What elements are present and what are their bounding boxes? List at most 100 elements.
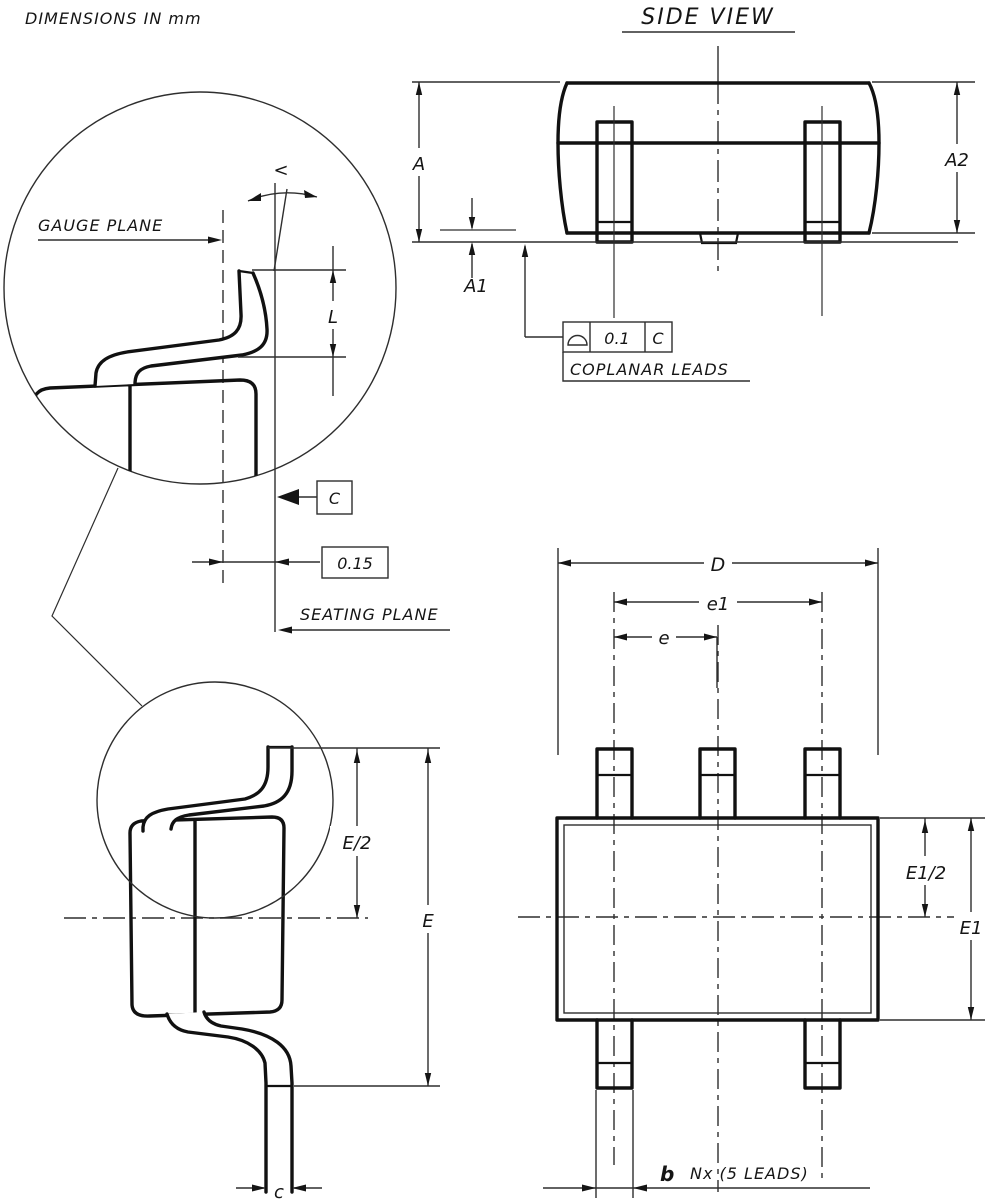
L-dimension-label: L (328, 307, 338, 328)
lead-tip-edge (237, 269, 255, 275)
top-lead-2 (698, 747, 737, 820)
L-label-bg (323, 301, 343, 329)
front-bottom-lead-inner-edge (202, 1010, 294, 1194)
E-dimension-label: E (422, 911, 434, 932)
E1-label-bg (954, 912, 985, 940)
detail-circle-large (3, 91, 397, 485)
top-body-inner-outline (563, 824, 872, 1014)
A1-dimension-label: A1 (463, 276, 488, 297)
angle-arrow-right (304, 190, 317, 198)
lead-fill (95, 271, 268, 386)
datum-box (316, 480, 353, 515)
E1-dimension-label: E1 (960, 918, 983, 939)
detail-circle-small (96, 681, 334, 919)
front-bottom-lead-outer-edge (165, 1012, 268, 1194)
D-dimension-label: D (711, 554, 726, 576)
c-arrow-right (252, 1184, 266, 1192)
E-arrow-down (424, 1073, 432, 1086)
e1-arrow-right (809, 598, 822, 606)
feature-control-frame (562, 321, 673, 353)
datum-triangle (277, 489, 299, 505)
detail-connector-line (51, 467, 143, 707)
dimensions-note: DIMENSIONS IN mm (25, 9, 202, 28)
A1-arrow-down (468, 217, 476, 230)
datum-label: C (329, 489, 341, 508)
e-dimension-label: e (658, 628, 669, 649)
side-center-tab (698, 231, 740, 245)
D-arrow-left (558, 559, 571, 567)
coplanar-leads-label: COPLANAR LEADS (570, 360, 729, 379)
front-top-lead-inner-edge (169, 745, 294, 831)
E1-half-arrow-down (921, 904, 929, 917)
fcf-leader-arrow (521, 244, 529, 257)
lead-count-note: Nx (5 LEADS) (690, 1164, 809, 1183)
surface-profile-icon (567, 334, 588, 346)
E-arrow-up (424, 750, 432, 763)
E-label-bg (415, 905, 441, 933)
c-dimension-label: c (274, 1182, 284, 1200)
A2-dimension-label: A2 (944, 150, 969, 171)
b-dimension-label: b (660, 1162, 674, 1186)
top-lead-3 (803, 747, 842, 820)
fcf-tolerance-value: 0.1 (604, 329, 629, 348)
E1-arrow-down (967, 1007, 975, 1020)
offset-value-box (321, 546, 389, 579)
front-top-lead-outer-edge (141, 745, 270, 833)
side-body-left (556, 81, 569, 235)
fcf-datum-ref: C (652, 329, 664, 348)
offset-value: 0.15 (337, 554, 373, 573)
front-view-detail: E/2 E c (64, 681, 441, 1200)
e-arrow-left (614, 633, 627, 641)
top-view: D e1 e E1/2 E1 b Nx (5 LEA (518, 548, 985, 1198)
A-label-bg (407, 148, 431, 176)
D-arrow-right (865, 559, 878, 567)
gauge-plane-label: GAUGE PLANE (38, 216, 163, 235)
L-arrow-up (329, 270, 337, 283)
b-arrow-left (633, 1184, 647, 1192)
E-half-arrow-down (353, 905, 361, 918)
E1-arrow-up (967, 818, 975, 831)
E1-half-arrow-up (921, 820, 929, 833)
E-half-dimension-label: E/2 (343, 833, 372, 854)
E-half-label-bg (330, 826, 384, 856)
gauge-plane-detail-view: < GAUGE PLANE L C 0.15 SEATING PLANE (3, 91, 450, 707)
side-view: SIDE VIEW A A1 (407, 5, 975, 382)
front-top-lead-fill (143, 747, 292, 831)
A-dimension-label: A (412, 154, 425, 175)
c-arrow-left (292, 1184, 306, 1192)
A-arrow-up (415, 82, 423, 95)
offset-arrow-left (275, 558, 289, 566)
fcf-dividers (589, 322, 646, 352)
offset-arrow-right (209, 558, 223, 566)
package-body-outline (30, 378, 258, 484)
bottom-lead-2 (803, 1018, 842, 1090)
L-arrow-down (329, 344, 337, 357)
angle-symbol: < (273, 160, 288, 181)
fcf-leader (524, 246, 563, 338)
E1-half-label-bg (896, 856, 956, 885)
A2-arrow-down (953, 220, 961, 233)
A2-arrow-up (953, 82, 961, 95)
A-arrow-down (415, 229, 423, 242)
gauge-plane-arrow (208, 236, 222, 244)
top-lead-1 (595, 747, 634, 820)
E-half-arrow-up (353, 750, 361, 763)
e1-arrow-left (614, 598, 627, 606)
seating-plane-arrow (278, 626, 292, 634)
side-view-title: SIDE VIEW (641, 5, 774, 30)
coplanar-leads-box (562, 352, 750, 382)
top-body-outline (555, 816, 880, 1022)
seating-plane-label: SEATING PLANE (300, 605, 439, 624)
A2-label-bg (939, 144, 975, 172)
lead-upper-edge (93, 269, 243, 388)
e-label-bg (652, 623, 676, 649)
lead-lower-edge (133, 271, 269, 386)
e1-label-bg (699, 588, 737, 615)
e1-dimension-label: e1 (707, 594, 730, 615)
bottom-lead-1 (595, 1018, 634, 1090)
e-arrow-right (704, 633, 717, 641)
b-arrow-right (582, 1184, 596, 1192)
side-body-right (867, 81, 881, 235)
